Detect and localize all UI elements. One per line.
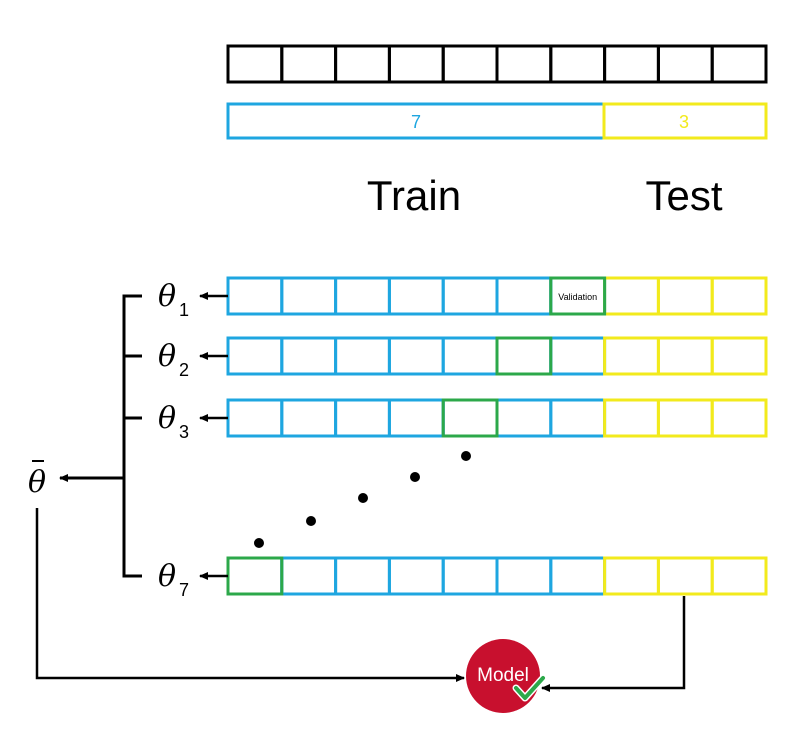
- validation-cell: [226, 556, 284, 596]
- train-cell: [495, 276, 553, 316]
- fold-subscript: 3: [179, 422, 189, 442]
- train-cell: [387, 398, 445, 438]
- test-cell: [656, 276, 714, 316]
- train-cell: [441, 556, 499, 596]
- train-cell: [280, 556, 338, 596]
- train-cell: [495, 398, 553, 438]
- train-cell: [334, 398, 391, 438]
- dataset-cell: [495, 44, 553, 84]
- model-label: Model: [477, 665, 529, 686]
- ellipsis-dots: [254, 451, 471, 548]
- test-split-bar: [602, 102, 768, 140]
- test-cell: [656, 336, 714, 376]
- train-cell: [334, 556, 391, 596]
- train-count: 7: [411, 112, 421, 132]
- validation-cell: [495, 336, 553, 376]
- test-cell: [603, 336, 660, 376]
- test-label: Test: [645, 172, 722, 219]
- check-icon-fill: [514, 676, 545, 700]
- train-cell: [495, 336, 553, 376]
- dataset-cell: [387, 44, 445, 84]
- ellipsis-dot: [358, 493, 368, 503]
- fold-subscript: 1: [179, 300, 189, 320]
- train-cell: [226, 398, 284, 438]
- fold-subscript: 7: [179, 580, 189, 600]
- test-cell: [710, 556, 768, 596]
- ellipsis-dot: [254, 538, 264, 548]
- train-cell: [226, 556, 284, 596]
- average-to-model-arrow: [35, 508, 465, 682]
- dataset-cell: [710, 44, 768, 84]
- test-cell: [710, 336, 768, 376]
- train-cell: [280, 336, 338, 376]
- test-cell: [603, 398, 660, 438]
- fold-theta: θ: [158, 279, 176, 314]
- train-cell: [226, 276, 284, 316]
- fold-theta: θ: [158, 339, 176, 374]
- train-cell: [549, 336, 607, 376]
- test-cell: [710, 398, 768, 438]
- train-cell: [387, 556, 445, 596]
- train-cell: [226, 336, 284, 376]
- train-cell: [441, 398, 499, 438]
- test-cell: [603, 556, 660, 596]
- dataset-row: [226, 44, 768, 84]
- fold-theta: θ: [158, 559, 176, 594]
- test-cell: [656, 556, 714, 596]
- train-cell: [387, 336, 445, 376]
- validation-cell: [441, 398, 499, 438]
- test-cell: [603, 276, 660, 316]
- dataset-cell: [226, 44, 284, 84]
- dataset-cell: [441, 44, 499, 84]
- train-cell: [495, 556, 553, 596]
- dataset-cell: [334, 44, 391, 84]
- model-node: Model: [466, 639, 547, 713]
- train-label: Train: [367, 172, 461, 219]
- train-cell: [441, 336, 499, 376]
- dataset-cell: [603, 44, 660, 84]
- train-cell: [280, 276, 338, 316]
- ellipsis-dot: [410, 472, 420, 482]
- fold-subscript: 2: [179, 360, 189, 380]
- average-theta: θ: [28, 465, 46, 500]
- train-cell: [387, 276, 445, 316]
- train-cell: [280, 398, 338, 438]
- validation-cell: [549, 276, 607, 316]
- train-cell: [441, 276, 499, 316]
- train-cell: [334, 276, 391, 316]
- test-cell: [656, 398, 714, 438]
- bracket: [122, 294, 142, 578]
- test-cell: [710, 276, 768, 316]
- fold-theta: θ: [158, 401, 176, 436]
- train-cell: [334, 336, 391, 376]
- dataset-cell: [656, 44, 714, 84]
- train-cell: [549, 556, 607, 596]
- dataset-cell: [280, 44, 338, 84]
- test-count: 3: [679, 112, 689, 132]
- dataset-cell: [549, 44, 607, 84]
- train-cell: [549, 398, 607, 438]
- test-to-model-arrow: [541, 596, 686, 692]
- ellipsis-dot: [461, 451, 471, 461]
- validation-label: Validation: [558, 292, 597, 302]
- ellipsis-dot: [306, 516, 316, 526]
